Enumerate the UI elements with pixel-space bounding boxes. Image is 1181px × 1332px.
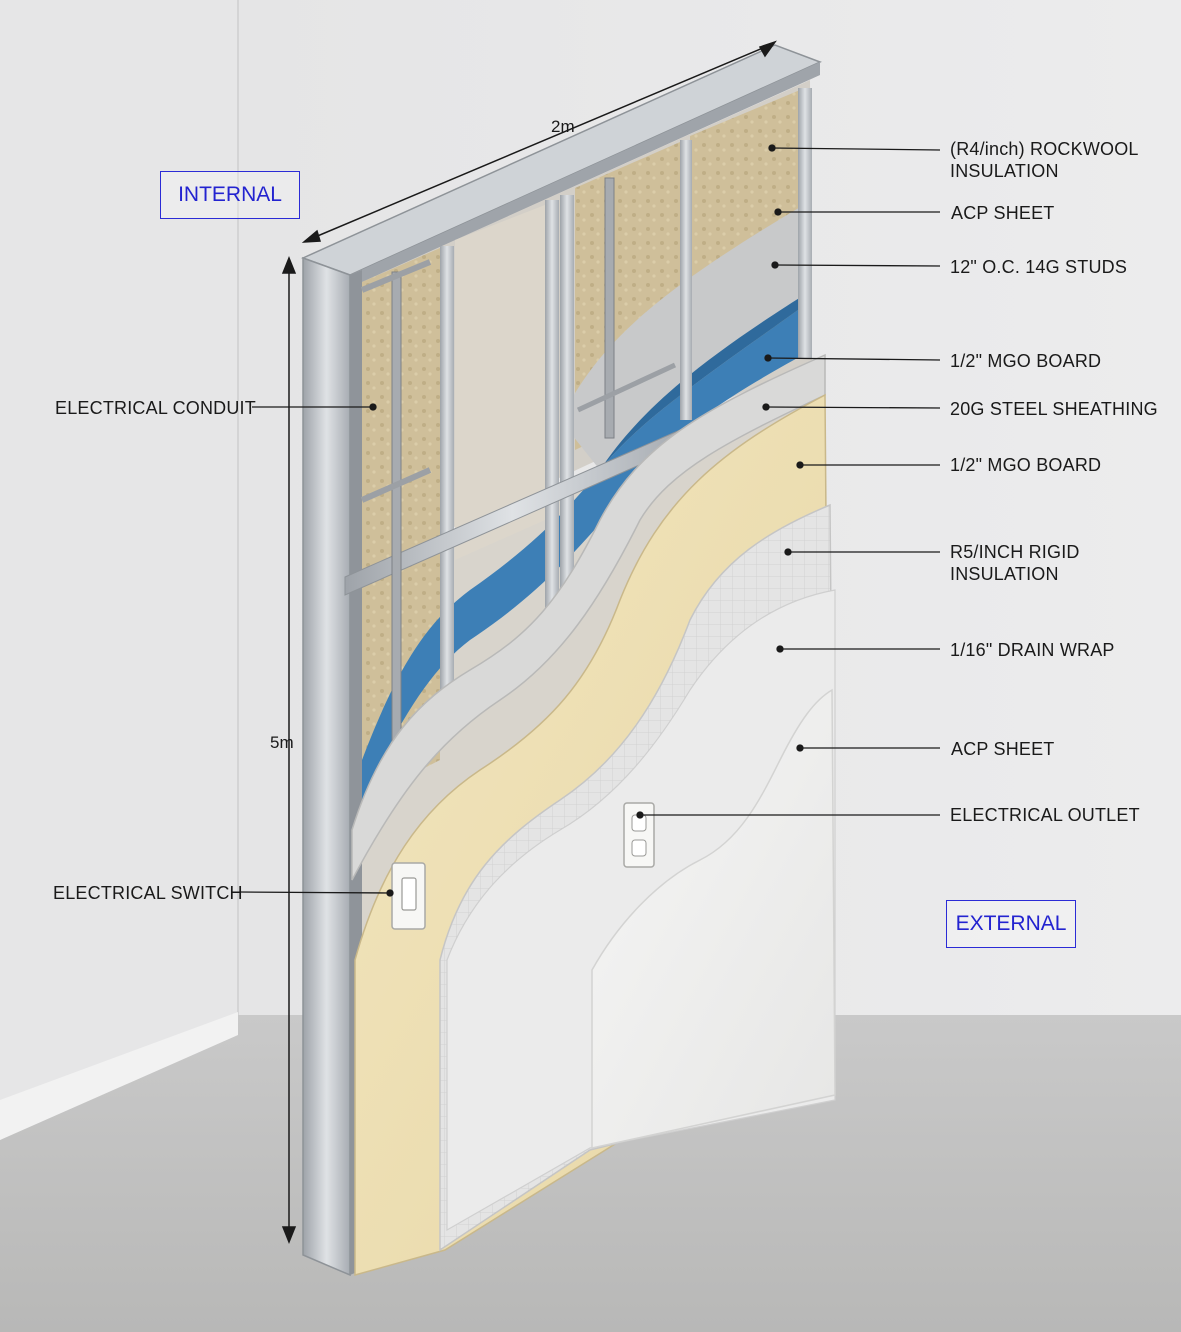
callout-studs: 12" O.C. 14G STUDS (950, 256, 1127, 278)
callout-acp-sheet-outer: ACP SHEET (951, 738, 1055, 760)
callout-mgo-board-inner: 1/2" MGO BOARD (950, 350, 1101, 372)
electrical-switch-icon (392, 863, 425, 929)
callout-acp-sheet-inner: ACP SHEET (951, 202, 1055, 224)
width-dimension-label: 2m (551, 117, 575, 137)
callout-rockwool: (R4/inch) ROCKWOOL INSULATION (950, 138, 1139, 182)
callout-electrical-switch: ELECTRICAL SWITCH (53, 882, 243, 904)
external-zone-tag: EXTERNAL (946, 900, 1076, 948)
internal-zone-tag: INTERNAL (160, 171, 300, 219)
callout-electrical-outlet: ELECTRICAL OUTLET (950, 804, 1140, 826)
callout-mgo-board-outer: 1/2" MGO BOARD (950, 454, 1101, 476)
callout-drain-wrap: 1/16" DRAIN WRAP (950, 639, 1115, 661)
height-dimension-label: 5m (270, 733, 294, 753)
callout-rigid-insulation: R5/INCH RIGID INSULATION (950, 541, 1080, 585)
callout-electrical-conduit: ELECTRICAL CONDUIT (55, 397, 256, 419)
callout-steel-sheathing: 20G STEEL SHEATHING (950, 398, 1158, 420)
